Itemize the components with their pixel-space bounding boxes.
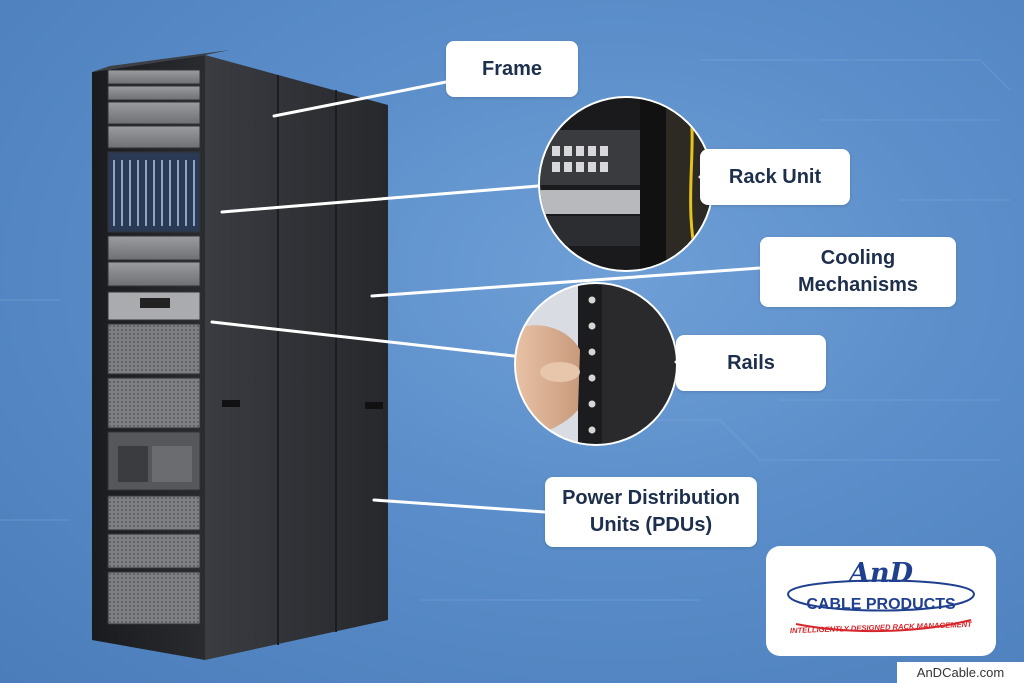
rack-unit-label: Rack Unit (700, 149, 850, 205)
and-cable-products-logo: AnD CABLE PRODUCTS INTELLIGENTLY DESIGNE… (766, 546, 996, 656)
rack-unit-closeup (538, 96, 714, 272)
pdu-label-line2: Units (PDUs) (589, 514, 713, 536)
pdu-label: Power Distribution Units (PDUs) (545, 477, 757, 547)
rack-unit-label-text: Rack Unit (728, 165, 822, 188)
frame-label: Frame (446, 41, 578, 97)
website-tag: AnDCable.com (897, 662, 1024, 683)
pdu-callout-line (372, 498, 547, 514)
rack-equipment (107, 69, 201, 625)
rack-side-panel (205, 55, 388, 660)
website-text: AnDCable.com (916, 665, 1005, 680)
rails-callout-line (210, 320, 516, 358)
frame-callout-line (272, 80, 448, 118)
cooling-mechanisms-label: Cooling Mechanisms (760, 237, 956, 307)
rails-label: Rails (676, 335, 826, 391)
rack-top (92, 50, 230, 72)
logo-name: CABLE PRODUCTS (806, 596, 956, 613)
logo-brand: AnD (846, 558, 914, 589)
server-rack (92, 50, 388, 660)
cooling-label-line1: Cooling (820, 247, 896, 269)
rack-unit-callout-line (220, 184, 540, 214)
rails-label-text: Rails (727, 351, 775, 374)
cooling-callout-line (370, 266, 762, 298)
frame-label-text: Frame (481, 57, 543, 80)
pdu-label-line1: Power Distribution (562, 487, 740, 509)
cooling-label-line2: Mechanisms (797, 274, 919, 296)
rails-closeup (514, 282, 678, 446)
logo-tagline: INTELLIGENTLY DESIGNED RACK MANAGEMENT (790, 620, 974, 635)
logo-graphic: AnD CABLE PRODUCTS INTELLIGENTLY DESIGNE… (786, 558, 976, 635)
